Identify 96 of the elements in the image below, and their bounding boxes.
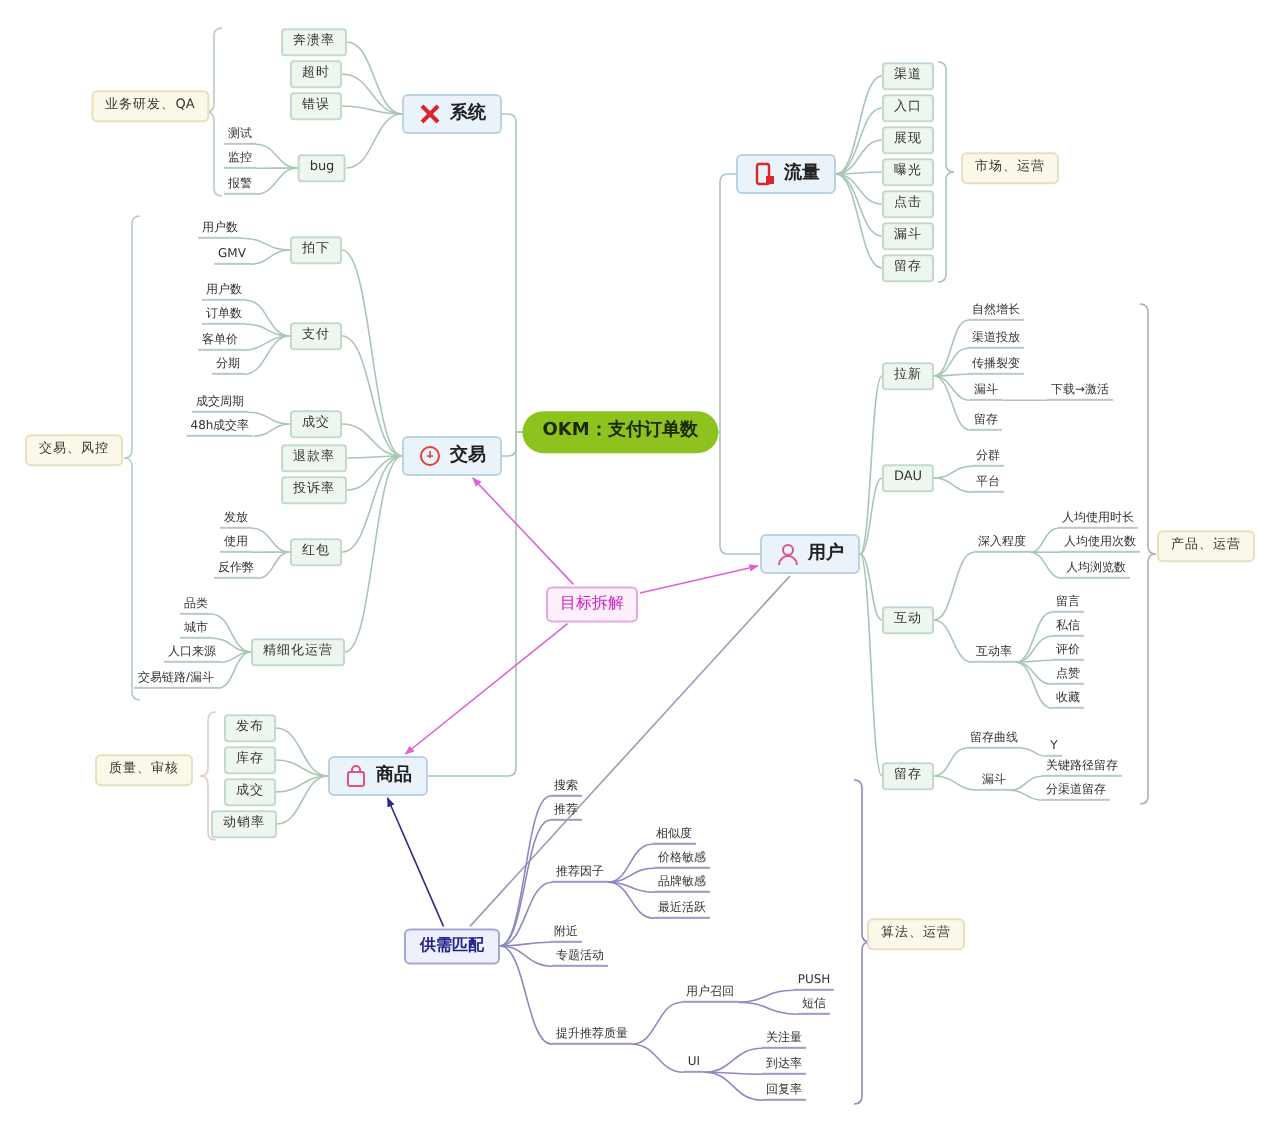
connector-line [499,795,551,947]
topic-label: 流量 [784,163,820,185]
topic-label: 系统 [450,103,486,125]
connector-line [217,651,252,689]
connector-line [1015,659,1053,663]
connector-line [251,527,291,553]
connector-line [249,249,291,265]
connector-line [933,375,971,401]
connector-line [933,347,969,377]
connector-line [245,323,291,337]
connector-line [241,237,291,251]
connector-line [933,551,975,621]
arrow [472,477,575,586]
floating-topic: 目标拆解 [546,586,638,622]
connector-line [859,553,883,777]
connector-line [607,867,655,883]
connector-line [211,613,252,653]
topic-box [760,534,860,574]
connector-line [241,335,291,351]
connector-line [245,299,291,337]
topic-label: 用户 [808,543,844,565]
connector-line [1009,775,1043,791]
connector-line [1001,399,1048,401]
connector-line [346,41,403,115]
connector-line [255,167,299,169]
connector-line [243,335,291,375]
connector-line [252,423,291,437]
connector-line [499,945,553,967]
connector-line [1029,551,1061,553]
connector-line [703,1071,763,1075]
connector-line [275,775,329,793]
connector-line [341,335,403,457]
connector-line [219,651,252,663]
connector-line [933,477,973,493]
connector-line [859,553,883,621]
connector-line [1015,611,1053,663]
connector-line [835,173,883,269]
connector-line [344,455,403,653]
arrow [404,622,569,755]
connector-line [251,551,291,553]
connector-line [835,107,883,175]
connector-line [933,319,969,377]
connector-line [607,843,653,883]
central-topic: OKM：支付订单数 [522,411,718,453]
connector-line [211,637,252,653]
connector-line [933,747,967,777]
connector-line [1021,747,1048,757]
connector-line [499,941,551,947]
arrow [386,797,445,928]
topic-label: 交易 [450,445,486,467]
connector-line [257,551,291,579]
connector-line [933,775,979,791]
connector-line [469,575,791,928]
connector-line [737,1001,799,1015]
topic-label: 商品 [376,765,412,787]
connector-line [933,465,973,479]
connector-line [933,373,969,377]
connector-line [631,1001,683,1045]
connector-line [631,1043,685,1073]
topic-box [402,436,502,476]
arrow [639,564,759,594]
connector-line [1015,661,1053,685]
connector-line [716,173,737,433]
connector-line [1015,661,1053,709]
connector-line [737,989,795,1003]
connector-line [499,819,551,947]
connector-line [345,113,403,169]
connector-line [1009,789,1043,801]
floating-topic: 供需匹配 [404,928,500,964]
topic-box [736,154,836,194]
connector-line [341,249,403,457]
connector-line [1029,527,1059,553]
connector-line [835,75,883,175]
connector-line [1015,635,1053,663]
connector-line [716,431,761,555]
connector-line [275,727,329,777]
topic-box [328,756,428,796]
connector-line [276,775,329,825]
connector-line [499,945,553,1045]
connector-line [499,881,553,947]
connector-line [341,105,403,115]
connector-line [835,173,883,205]
connector-line [607,881,655,893]
connector-line [255,167,299,195]
connector-line [341,455,403,553]
connector-line [607,881,655,919]
connector-line [275,759,329,777]
connector-line [247,411,291,425]
connector-line [835,139,883,175]
connector-line [1029,551,1063,579]
connector-line [859,477,883,555]
connector-line [703,1071,763,1101]
connector-line [933,375,971,431]
topic-box [402,94,502,134]
connector-line [859,375,883,555]
connector-line [933,619,973,663]
